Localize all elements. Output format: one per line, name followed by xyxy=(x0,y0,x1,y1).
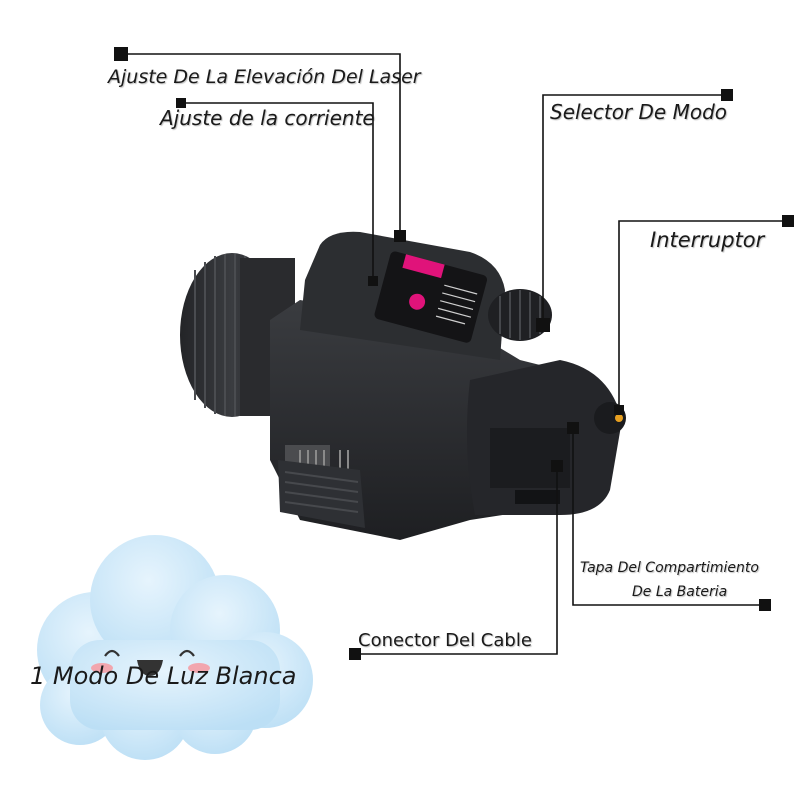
marker-battery-end xyxy=(567,422,579,434)
laser-flashlight-device xyxy=(180,231,626,540)
callout-markers xyxy=(114,47,794,660)
label-battery-cover-line1: Tapa Del Compartimiento xyxy=(580,560,759,576)
callout-switch-line xyxy=(618,220,788,410)
label-current-adjustment: Ajuste de la corriente xyxy=(160,106,375,130)
mouth xyxy=(137,660,163,676)
label-switch: Interruptor xyxy=(650,228,765,252)
rail-slot xyxy=(515,490,560,504)
callout-lines xyxy=(121,53,788,655)
callout-current-line xyxy=(181,102,374,281)
front-panel xyxy=(490,428,570,488)
marker-current-end xyxy=(368,276,378,286)
marker-elevation-start xyxy=(114,47,128,61)
marker-current-start xyxy=(176,98,186,108)
label-mode-selector: Selector De Modo xyxy=(550,100,728,124)
rail-clamp xyxy=(278,445,365,528)
cloud-badge xyxy=(37,535,313,760)
marker-mode-end xyxy=(536,318,550,332)
callout-elevation-line xyxy=(121,53,401,236)
right-eye xyxy=(179,649,195,657)
left-blush xyxy=(91,663,113,673)
label-elevation-adjustment: Ajuste De La Elevación Del Laser xyxy=(108,66,421,88)
marker-elevation-end xyxy=(394,230,406,242)
badge-text: 1 Modo De Luz Blanca xyxy=(30,662,297,690)
marker-cable-end xyxy=(551,460,563,472)
callout-cable-line xyxy=(355,466,558,655)
cloud-face xyxy=(91,649,210,676)
marker-cable-start xyxy=(349,648,361,660)
callout-mode-line xyxy=(542,94,727,325)
right-blush xyxy=(188,663,210,673)
callout-battery-line xyxy=(572,428,765,606)
marker-mode-start xyxy=(721,89,733,101)
switch-indicator xyxy=(615,414,623,422)
laser-warning-label xyxy=(374,251,488,343)
marker-switch-end xyxy=(614,405,624,415)
marker-battery-start xyxy=(759,599,771,611)
left-eye xyxy=(104,649,120,657)
label-cable-connector: Conector Del Cable xyxy=(358,630,532,651)
label-battery-cover-line2: De La Bateria xyxy=(632,584,728,600)
marker-switch-start xyxy=(782,215,794,227)
